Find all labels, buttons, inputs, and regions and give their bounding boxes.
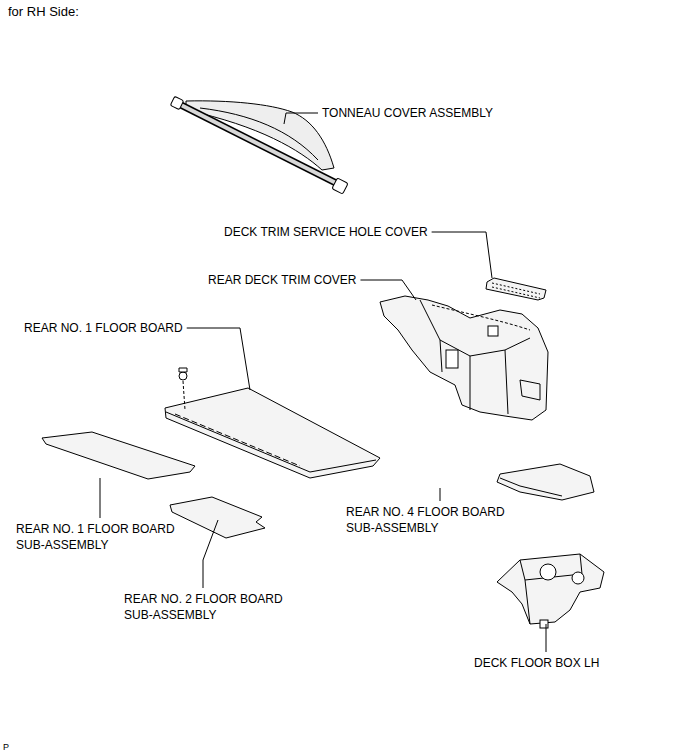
leader-line bbox=[360, 280, 416, 300]
floor-board-sub-assembly bbox=[42, 432, 195, 479]
part-label: DECK FLOOR BOX LH bbox=[474, 655, 599, 671]
service-hole-cover bbox=[486, 278, 546, 300]
leader-line bbox=[546, 624, 547, 652]
floor-board-sub-assembly bbox=[170, 497, 265, 538]
leader-line bbox=[203, 520, 218, 588]
part-label: DECK TRIM SERVICE HOLE COVER bbox=[224, 224, 428, 240]
tonneau-cover bbox=[170, 96, 348, 194]
part-label: P bbox=[3, 742, 9, 753]
part-label: REAR NO. 1 FLOOR BOARD SUB-ASSEMBLY bbox=[16, 521, 176, 553]
part-label: TONNEAU COVER ASSEMBLY bbox=[322, 105, 493, 121]
leader-line bbox=[187, 328, 250, 390]
deck-floor-box bbox=[497, 554, 604, 628]
leader-line bbox=[284, 113, 318, 124]
rear-floor-board bbox=[165, 368, 380, 478]
part-label: REAR NO. 2 FLOOR BOARD SUB-ASSEMBLY bbox=[124, 591, 284, 623]
rear-deck-trim-cover bbox=[380, 296, 548, 420]
part-label: REAR DECK TRIM COVER bbox=[208, 272, 356, 288]
leader-line bbox=[432, 232, 492, 278]
page-title: for RH Side: bbox=[8, 4, 79, 20]
leader-line bbox=[100, 478, 101, 518]
leader-line bbox=[440, 488, 441, 501]
part-label: REAR NO. 1 FLOOR BOARD bbox=[24, 320, 183, 336]
part-label: REAR NO. 4 FLOOR BOARD SUB-ASSEMBLY bbox=[346, 504, 506, 536]
floor-board-sub-assembly bbox=[497, 464, 594, 500]
leader-lines bbox=[100, 113, 546, 652]
